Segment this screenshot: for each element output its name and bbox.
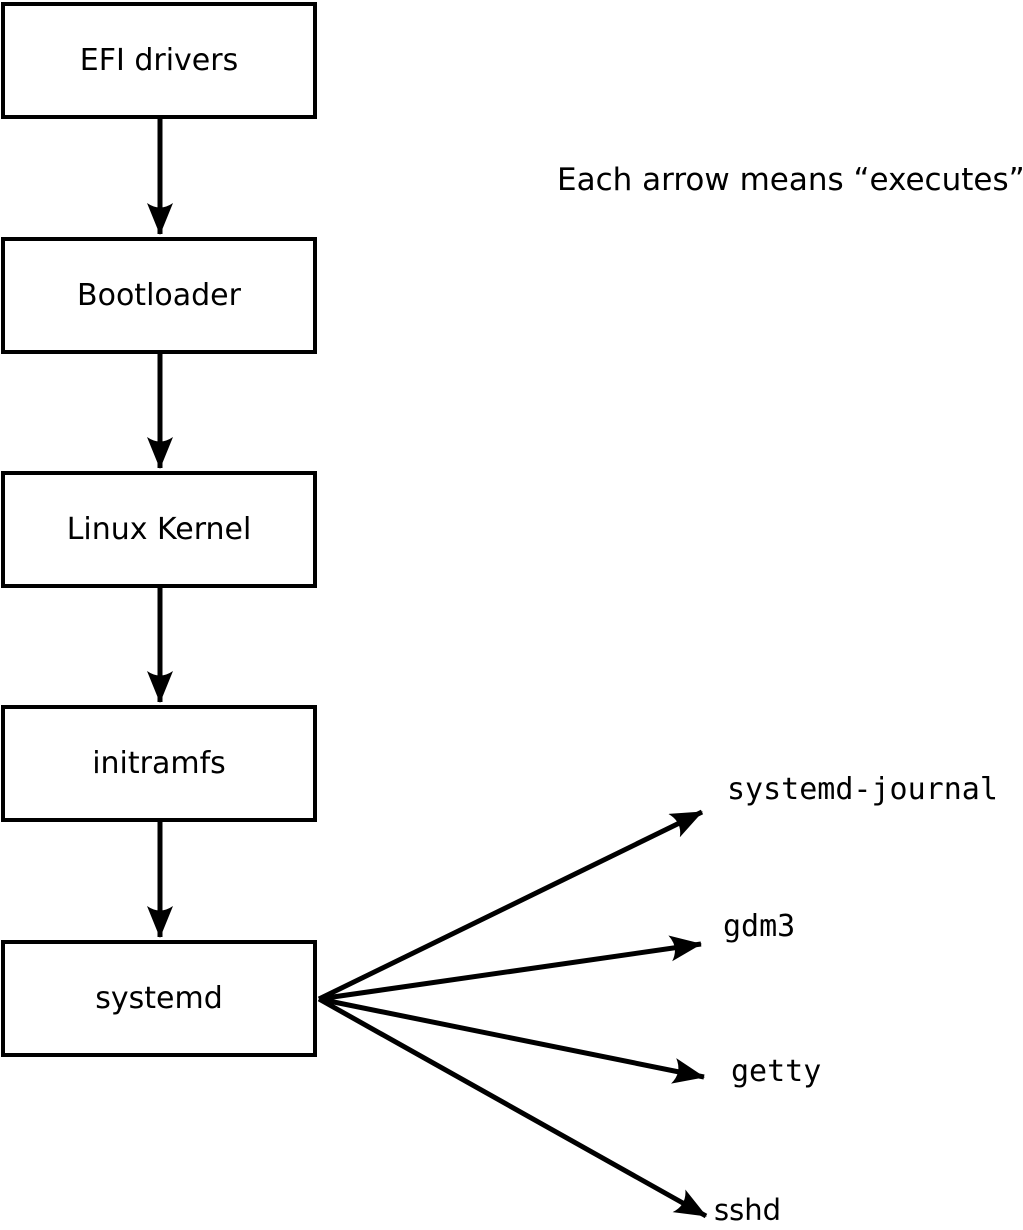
node-initramfs-label: initramfs xyxy=(92,746,226,781)
node-efi-drivers: EFI drivers xyxy=(1,2,317,119)
node-bootloader: Bootloader xyxy=(1,237,317,354)
node-linux-kernel-label: Linux Kernel xyxy=(66,512,252,547)
service-label-gdm3: gdm3 xyxy=(723,909,796,944)
arrow-systemd-to-gdm3 xyxy=(318,935,702,1002)
service-label-sshd: sshd xyxy=(714,1193,782,1227)
arrow-meaning-note: Each arrow means “executes”. xyxy=(557,162,1023,198)
arrow-systemd-to-sshd xyxy=(317,996,708,1219)
arrow-systemd-to-journal xyxy=(317,809,704,1002)
node-systemd: systemd xyxy=(1,940,317,1057)
node-systemd-label: systemd xyxy=(95,981,223,1016)
node-efi-drivers-label: EFI drivers xyxy=(79,43,239,78)
arrow-systemd-to-getty xyxy=(318,996,705,1084)
service-label-systemd-journal: systemd-journal xyxy=(727,772,998,807)
node-initramfs: initramfs xyxy=(1,705,317,822)
node-bootloader-label: Bootloader xyxy=(77,278,241,313)
node-linux-kernel: Linux Kernel xyxy=(1,471,317,588)
service-label-getty: getty xyxy=(731,1054,822,1089)
